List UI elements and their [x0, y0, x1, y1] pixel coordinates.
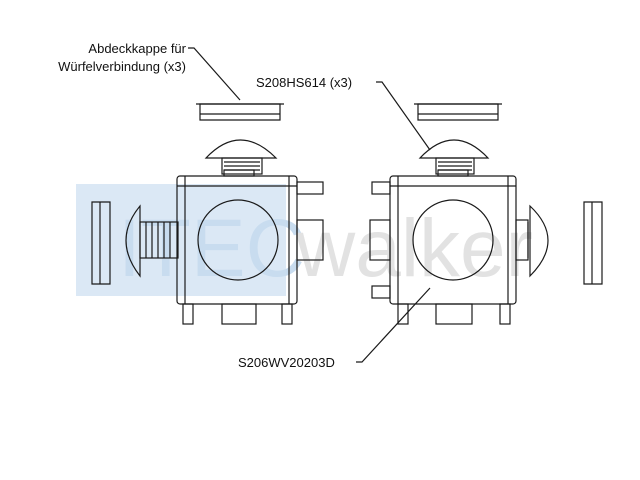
right-side-cover-cap: [583, 201, 603, 285]
left-cube-circle: [197, 199, 279, 281]
watermark-prefix: ITEC: [118, 203, 305, 294]
leader-cover-cap: [188, 47, 241, 101]
leader-connector: [376, 81, 431, 151]
leader-lines: [188, 47, 431, 363]
left-cube-assembly: [91, 103, 324, 325]
left-side-cover-cap: [91, 201, 111, 285]
right-cube-circle: [412, 199, 494, 281]
watermark: ITEC walker: [76, 184, 533, 296]
right-top-cover-cap: [414, 103, 502, 121]
left-side-connector: [125, 204, 179, 278]
label-cover-cap-line2: Würfelverbindung (x3): [58, 59, 186, 74]
left-top-connector: [204, 139, 278, 175]
right-top-connector: [418, 139, 490, 175]
label-part-connector: S208HS614 (x3): [256, 75, 353, 90]
label-cover-cap-line1: Abdeckkappe für: [88, 41, 186, 56]
leader-cube: [356, 287, 431, 363]
right-cube-assembly: [369, 103, 603, 325]
label-part-cube: S206WV20203D: [238, 355, 335, 370]
right-side-connector: [527, 204, 549, 278]
left-top-cover-cap: [196, 103, 284, 121]
